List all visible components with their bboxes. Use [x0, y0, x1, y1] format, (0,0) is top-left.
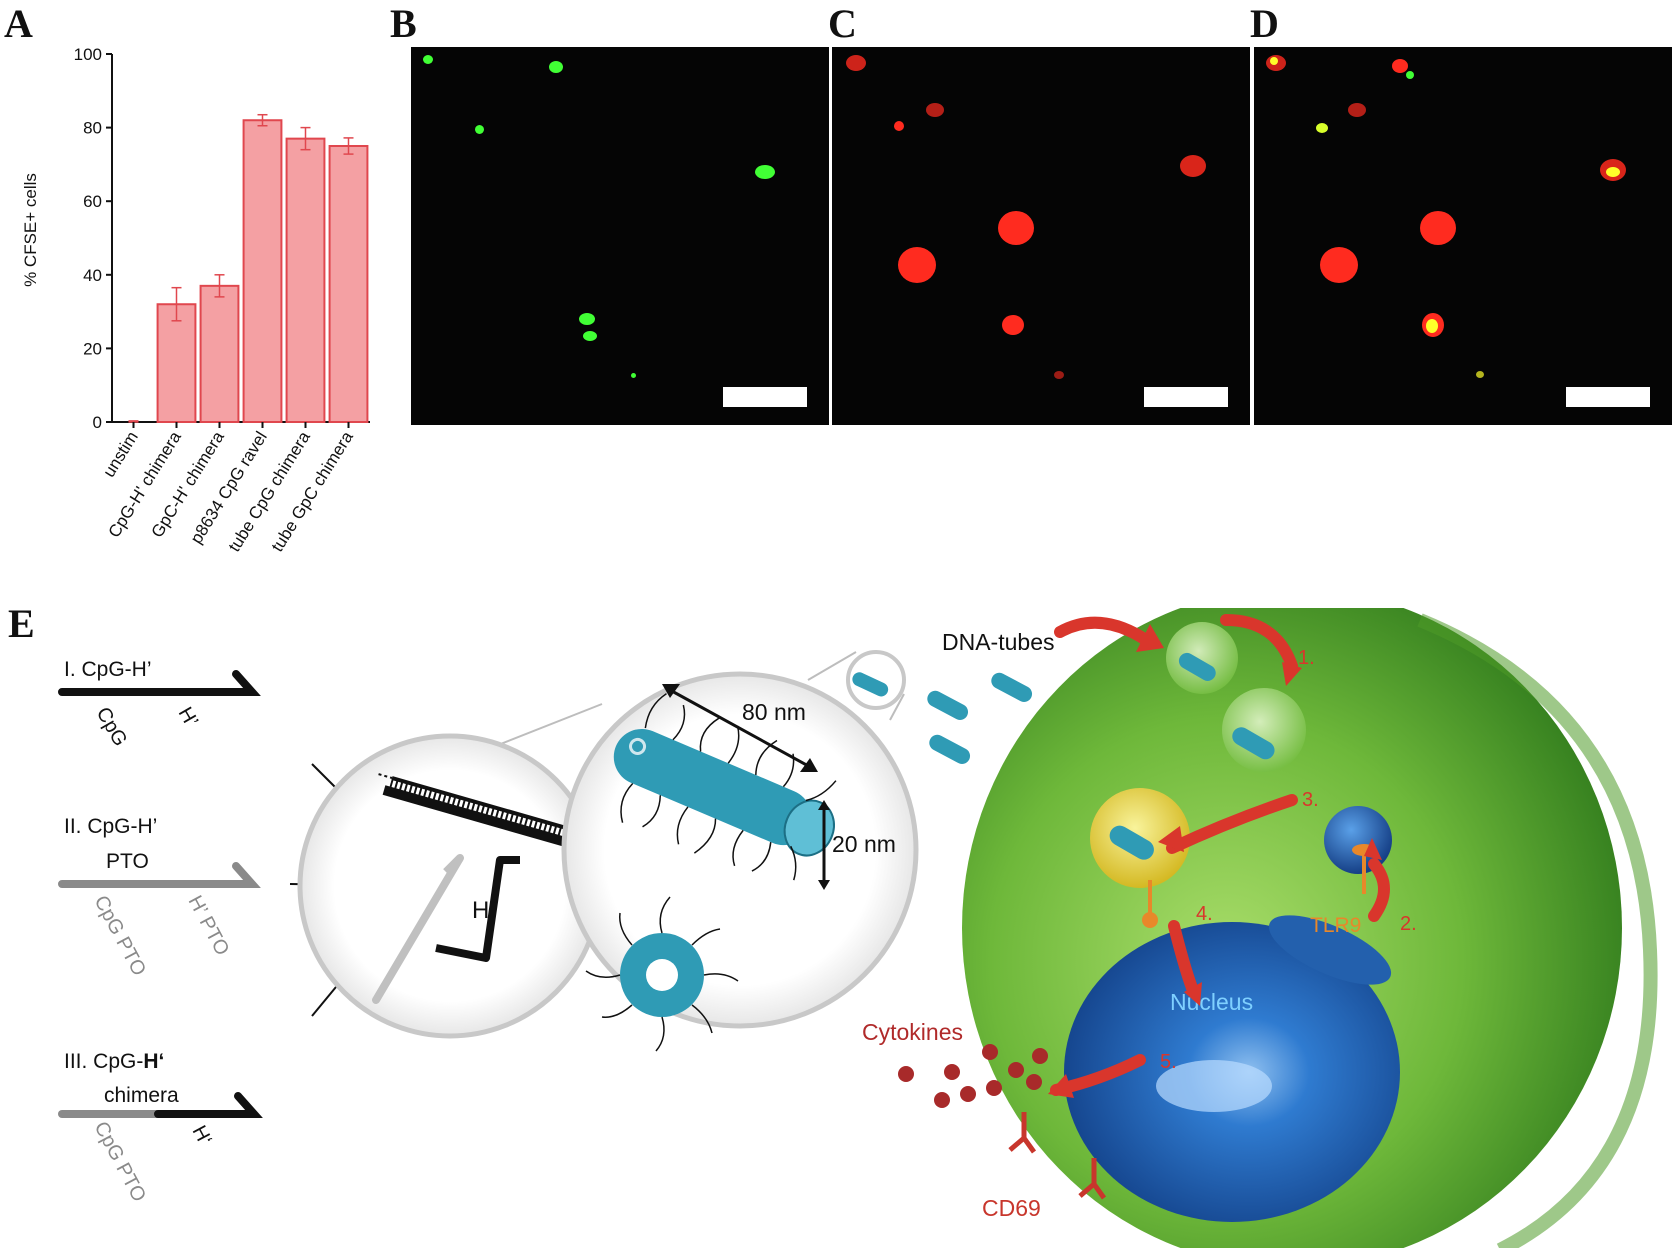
- green-cell: [631, 373, 636, 378]
- x-tick-label: unstim: [99, 428, 142, 481]
- scale-bar: [723, 387, 807, 407]
- strand-1-h-label: H’: [174, 704, 202, 731]
- strand-3-title: III. CpG-H‘: [64, 1050, 164, 1073]
- duplex-zoom-circle: H: [297, 733, 603, 1039]
- micrograph-red-channel: [832, 47, 1250, 425]
- green-cell: [755, 165, 775, 179]
- cd69-label: CD69: [982, 1195, 1041, 1221]
- step-arrowheads: [1048, 624, 1382, 1098]
- panel-label-d: D: [1250, 1, 1279, 46]
- strand-1-cpg-label: CpG: [92, 704, 132, 751]
- scale-bar: [1144, 387, 1228, 407]
- step-5-label: 5.: [1160, 1051, 1177, 1073]
- scale-bar: [1566, 387, 1650, 407]
- yellow-cell: [1476, 371, 1484, 378]
- red-cell: [894, 121, 904, 131]
- schematic-panel-e: I. CpG-H’ CpG H’ II. CpG-H’ PTO CpG PTO …: [58, 608, 1658, 1248]
- bar: [199, 284, 240, 423]
- strand-2-title-pto: PTO: [106, 850, 149, 873]
- panel-label-c: C: [828, 1, 857, 46]
- panel-label-a: A: [4, 1, 33, 46]
- strand-cpg-h-chimera: III. CpG-H‘ chimera CpG PTO H‘: [58, 1050, 263, 1206]
- yellow-cell: [1270, 57, 1278, 65]
- red-cell: [926, 103, 944, 117]
- green-cell: [579, 313, 595, 325]
- strand-cpg-h: I. CpG-H’ CpG H’: [58, 658, 261, 751]
- yellow-cell: [1606, 167, 1620, 177]
- strand-3-title-chimera: chimera: [104, 1084, 179, 1107]
- tlr9-label: TLR9: [1310, 914, 1361, 937]
- strand-cpg-h-pto: II. CpG-H’ PTO CpG PTO H’ PTO: [58, 815, 261, 980]
- y-tick-label: 20: [83, 339, 102, 358]
- step-3-label: 3.: [1302, 789, 1319, 811]
- micrograph-green-channel: [411, 47, 829, 425]
- yellow-cell: [1316, 123, 1328, 133]
- panel-label-b: B: [390, 1, 417, 46]
- dna-tube-zoom-circle: 80 nm 20 nm: [561, 671, 919, 1052]
- cd69-receptors: [1008, 1112, 1107, 1200]
- yellow-cell: [1426, 319, 1438, 333]
- red-cell: [1054, 371, 1064, 379]
- y-tick-label: 60: [83, 192, 102, 211]
- small-tube-circle: [846, 650, 906, 710]
- green-cell: [549, 61, 563, 73]
- bar: [285, 137, 326, 423]
- cytokines-label: Cytokines: [862, 1019, 963, 1045]
- cytokine-particles: [898, 1044, 1048, 1108]
- free-dna-tubes: [927, 672, 1033, 764]
- vesicle: [1166, 622, 1238, 694]
- immune-cell: Nucleus TLR9 CD69: [962, 608, 1658, 1248]
- red-cell: [898, 247, 936, 283]
- nucleus-label: Nucleus: [1170, 989, 1253, 1015]
- step-2-label: 2.: [1400, 913, 1417, 935]
- strand-3-h-label: H‘: [188, 1122, 216, 1149]
- strand-2-h-label: H’ PTO: [184, 892, 234, 959]
- strand-2-title: II. CpG-H’: [64, 815, 157, 838]
- red-cell: [1392, 59, 1408, 73]
- green-cell: [475, 125, 484, 134]
- y-tick-label: 0: [93, 413, 102, 432]
- red-cell: [1320, 247, 1358, 283]
- strand-2-cpg-label: CpG PTO: [90, 892, 150, 980]
- dna-tubes-label: DNA-tubes: [942, 629, 1054, 655]
- bar: [242, 119, 283, 424]
- y-tick-label: 80: [83, 119, 102, 138]
- strand-1-title: I. CpG-H’: [64, 658, 152, 681]
- step-1-label: 1.: [1298, 647, 1315, 669]
- strand-3-cpg-label: CpG PTO: [90, 1118, 150, 1206]
- micrograph-merged: [1254, 47, 1672, 425]
- y-axis-label: % CFSE+ cells: [21, 173, 40, 287]
- endosome: [1324, 806, 1392, 874]
- red-cell: [1420, 211, 1456, 245]
- red-cell: [1348, 103, 1366, 117]
- y-tick-label: 40: [83, 266, 102, 285]
- y-tick-label: 100: [74, 45, 102, 64]
- x-tick-label: p8634 CpG ravel: [187, 428, 271, 547]
- tube-length-label: 80 nm: [742, 699, 806, 725]
- green-cell: [583, 331, 597, 341]
- green-cell: [423, 55, 433, 64]
- green-cell: [1406, 71, 1414, 79]
- h-strand-label: H: [472, 897, 489, 924]
- red-cell: [1002, 315, 1024, 335]
- vesicle: [1222, 688, 1306, 772]
- bar: [328, 145, 369, 423]
- step-4-label: 4.: [1196, 903, 1213, 925]
- red-cell: [846, 55, 866, 71]
- red-cell: [998, 211, 1034, 245]
- x-tick-label: tube GpC chimera: [268, 428, 358, 556]
- tube-diameter-label: 20 nm: [832, 831, 896, 857]
- bar: [156, 303, 197, 423]
- er-structure: [1268, 915, 1392, 985]
- red-cell: [1180, 155, 1206, 177]
- panel-label-e: E: [8, 601, 35, 646]
